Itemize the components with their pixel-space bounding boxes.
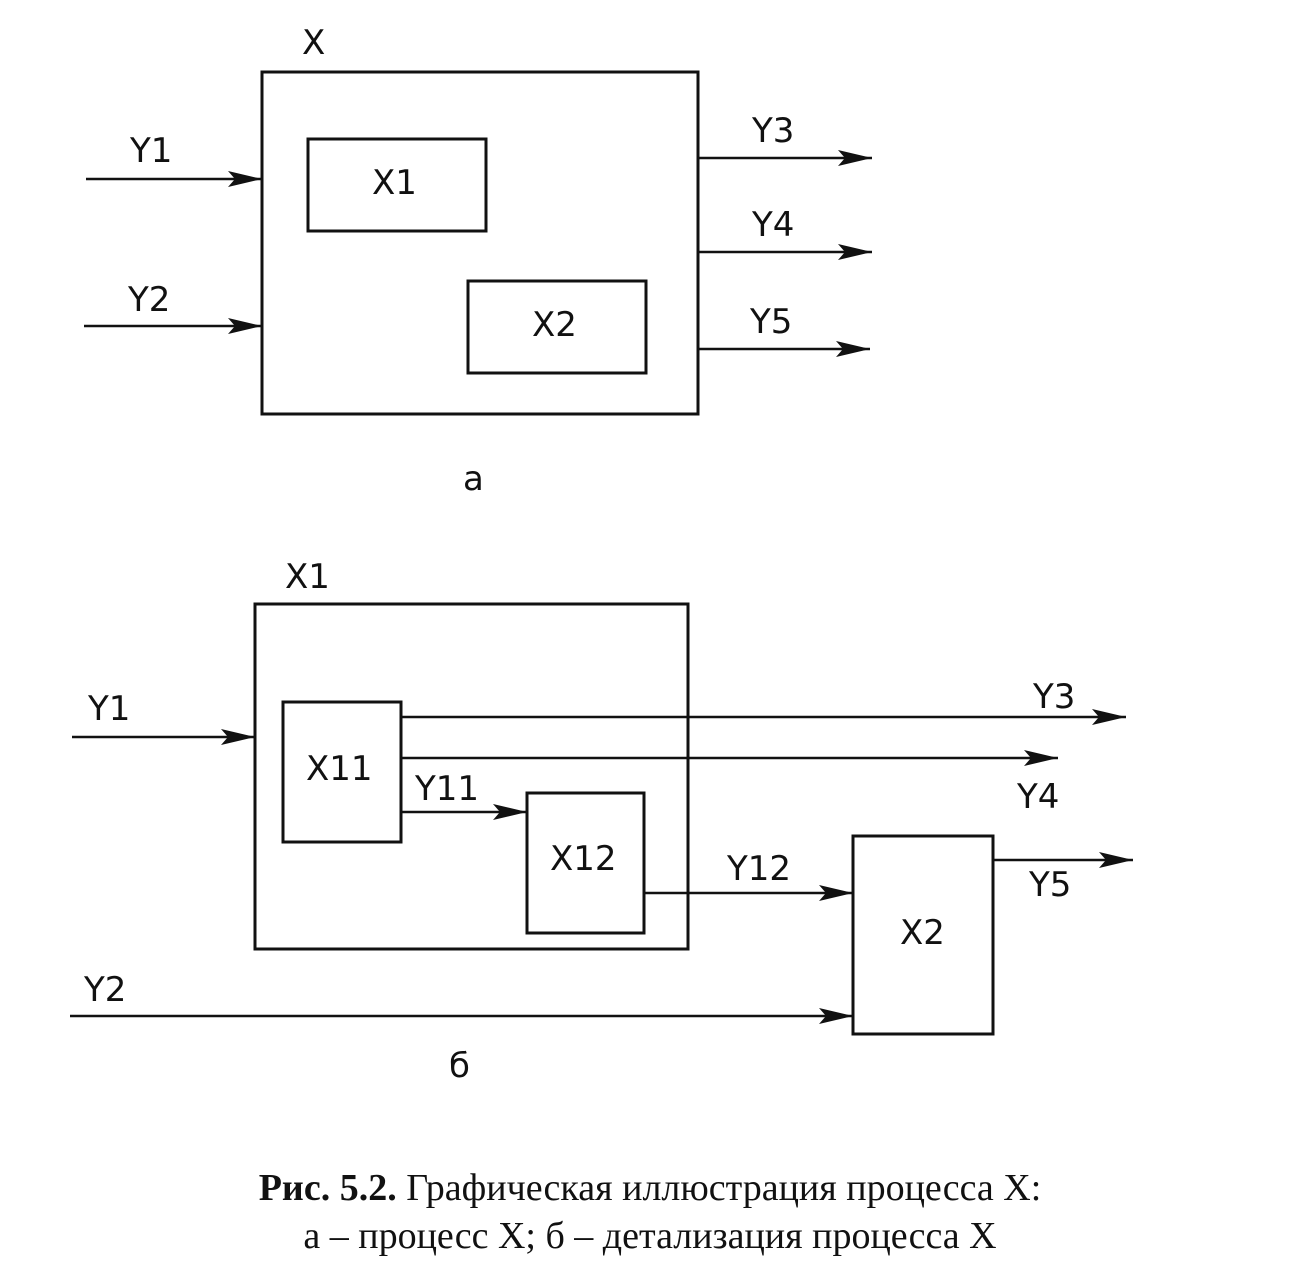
block-x2-detail [851,834,995,1036]
block-x2-label: X2 [532,305,577,345]
subfigure-b-label: б [449,1046,470,1086]
flow-y3-label: Y3 [1032,677,1075,717]
block-x11 [281,700,403,844]
subfigure-a-label: а [463,459,484,499]
diagram-b: X1 X11 X12 X2 Y1 Y3 Y4 Y11 Y12 Y5 Y2 б [70,557,1133,1086]
caption-line-2: а – процесс X; б – детализация процесса … [303,1215,997,1257]
process-x-box [260,70,700,416]
block-x12-label: X12 [550,839,617,879]
caption-line-1: Рис. 5.2. Графическая иллюстрация процес… [150,1164,1150,1212]
process-x-label: X [302,23,325,63]
block-x12 [525,791,646,935]
input-y2-label: Y2 [127,280,170,320]
diagram-a: X X1 X2 Y1 Y2 Y3 Y4 Y5 а [84,23,872,499]
block-x11-label: X11 [306,749,373,789]
flow-y11-label: Y11 [414,769,479,809]
output-y5-label: Y5 [749,302,792,342]
figure-caption: Рис. 5.2. Графическая иллюстрация процес… [150,1164,1150,1260]
block-x2-detail-label: X2 [900,913,945,953]
caption-title: Графическая иллюстрация процесса X: [406,1167,1042,1209]
caption-number: Рис. 5.2. [258,1167,397,1209]
process-x1-label: X1 [285,557,330,597]
output-y3-label: Y3 [751,111,794,151]
flow-y5-label: Y5 [1028,865,1071,905]
block-x1-label: X1 [372,163,417,203]
flow-y4-label: Y4 [1016,777,1059,817]
block-x1 [306,137,488,233]
input-y1-label: Y1 [129,131,172,171]
flow-y12-label: Y12 [726,849,791,889]
block-x2 [466,279,648,375]
process-diagram: X X1 X2 Y1 Y2 Y3 Y4 Y5 а X1 X11 X12 X2 Y… [70,23,1133,1086]
output-y4-label: Y4 [751,205,794,245]
flow-y1-label: Y1 [87,689,130,729]
process-x1-box [253,602,690,951]
flow-y2-label: Y2 [83,970,126,1010]
